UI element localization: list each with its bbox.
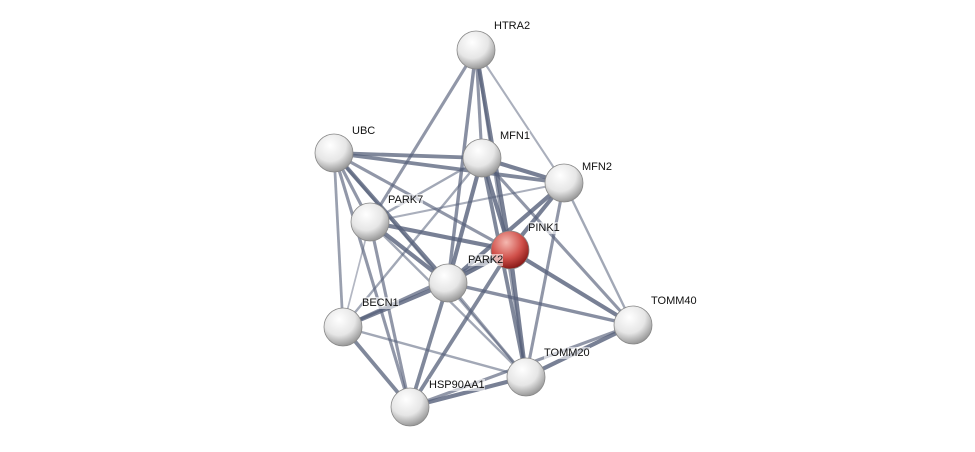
edge-mfn2-tomm40[interactable] bbox=[562, 182, 635, 326]
edge-mfn1-park7[interactable] bbox=[369, 156, 483, 224]
edge-park2-hsp90aa1[interactable] bbox=[408, 282, 450, 408]
node-label-htra2[interactable]: HTRA2 bbox=[494, 20, 531, 32]
node-label-mfn1[interactable]: MFN1 bbox=[500, 130, 530, 142]
edge-mfn2-tomm20[interactable] bbox=[524, 182, 566, 378]
node-label-tomm40[interactable]: TOMM40 bbox=[651, 295, 697, 307]
node-htra2[interactable] bbox=[456, 30, 496, 70]
edge-htra2-mfn2[interactable] bbox=[475, 49, 565, 184]
edge-park2-tomm20[interactable] bbox=[446, 282, 528, 378]
edge-pink1-tomm20[interactable] bbox=[507, 249, 529, 378]
node-becn1[interactable] bbox=[323, 307, 363, 347]
node-label-tomm20[interactable]: TOMM20 bbox=[544, 347, 590, 359]
edge-mfn1-tomm40[interactable] bbox=[480, 156, 635, 327]
node-tomm20[interactable] bbox=[506, 357, 546, 397]
edge-pink1-hsp90aa1[interactable] bbox=[408, 248, 512, 409]
node-park7[interactable] bbox=[350, 202, 390, 242]
edge-park2-tomm40[interactable] bbox=[447, 281, 634, 327]
edge-pink1-tomm40[interactable] bbox=[508, 248, 635, 327]
edge-mfn2-park7[interactable] bbox=[369, 181, 565, 224]
node-mfn2[interactable] bbox=[544, 163, 584, 203]
node-tomm40[interactable] bbox=[613, 305, 653, 345]
edge-becn1-tomm20[interactable] bbox=[342, 325, 527, 379]
edge-htra2-park2[interactable] bbox=[446, 49, 478, 284]
node-ubc[interactable] bbox=[314, 133, 354, 173]
edge-ubc-mfn1[interactable] bbox=[333, 151, 483, 160]
node-label-park7[interactable]: PARK7 bbox=[388, 194, 424, 206]
node-label-pink1[interactable]: PINK1 bbox=[528, 222, 560, 234]
node-label-becn1[interactable]: BECN1 bbox=[362, 297, 399, 309]
node-park2[interactable] bbox=[428, 263, 468, 303]
edge-tomm20-hsp90aa1[interactable] bbox=[409, 374, 527, 410]
edge-mfn1-park2[interactable] bbox=[445, 157, 485, 284]
node-label-park2[interactable]: PARK2 bbox=[468, 254, 504, 266]
node-label-ubc[interactable]: UBC bbox=[352, 125, 376, 137]
edge-park7-pink1[interactable] bbox=[369, 219, 511, 253]
node-hsp90aa1[interactable] bbox=[390, 387, 430, 427]
edge-park7-hsp90aa1[interactable] bbox=[368, 221, 412, 408]
edge-htra2-park7[interactable] bbox=[368, 49, 478, 223]
edge-ubc-mfn2[interactable] bbox=[333, 151, 565, 185]
node-mfn1[interactable] bbox=[462, 138, 502, 178]
node-label-hsp90aa1[interactable]: HSP90AA1 bbox=[429, 379, 485, 391]
node-label-mfn2[interactable]: MFN2 bbox=[582, 161, 612, 173]
edge-ubc-becn1[interactable] bbox=[332, 152, 345, 328]
edge-ubc-hsp90aa1[interactable] bbox=[332, 152, 412, 408]
